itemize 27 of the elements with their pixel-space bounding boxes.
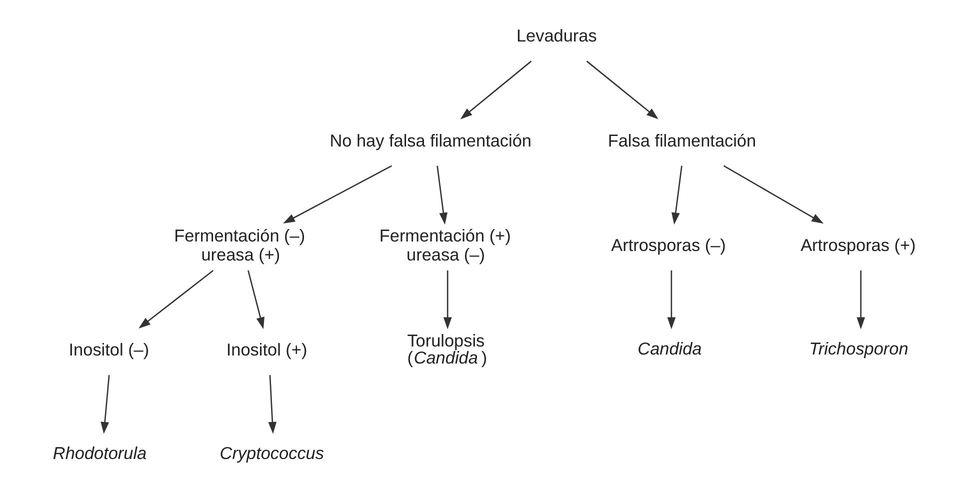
arrow bbox=[443, 270, 452, 330]
node-text: Fermentación (–) ureasa (+) bbox=[174, 226, 306, 264]
arrow bbox=[460, 60, 532, 120]
node-text: Fermentación (+) ureasa (–) bbox=[379, 226, 511, 264]
arrow bbox=[283, 165, 392, 224]
node-text: Cryptococcus bbox=[220, 442, 324, 463]
node-text: Artrosporas (–) bbox=[611, 235, 726, 256]
node-text: Torulopsis (Candida) bbox=[407, 330, 488, 368]
node-text: Levaduras bbox=[516, 26, 597, 46]
node-text: No hay falsa filamentación bbox=[330, 130, 532, 150]
arrow bbox=[248, 270, 264, 330]
arrow bbox=[856, 270, 866, 330]
node-text: Inositol (+) bbox=[226, 340, 308, 360]
arrow bbox=[586, 60, 658, 120]
arrow bbox=[723, 165, 824, 224]
arrow bbox=[100, 375, 110, 434]
node-text: Artrosporas (+) bbox=[800, 235, 916, 256]
node-text: Rhodotorula bbox=[52, 442, 147, 463]
node-text: Inositol (–) bbox=[68, 340, 150, 360]
node-text: Falsa filamentación bbox=[608, 130, 756, 150]
node-text: Candida bbox=[638, 338, 702, 358]
node-text: Trichosporon bbox=[809, 338, 908, 358]
arrow bbox=[672, 166, 682, 225]
arrow bbox=[667, 270, 676, 330]
arrow bbox=[268, 375, 277, 434]
arrow bbox=[436, 166, 448, 225]
arrow bbox=[138, 270, 214, 328]
